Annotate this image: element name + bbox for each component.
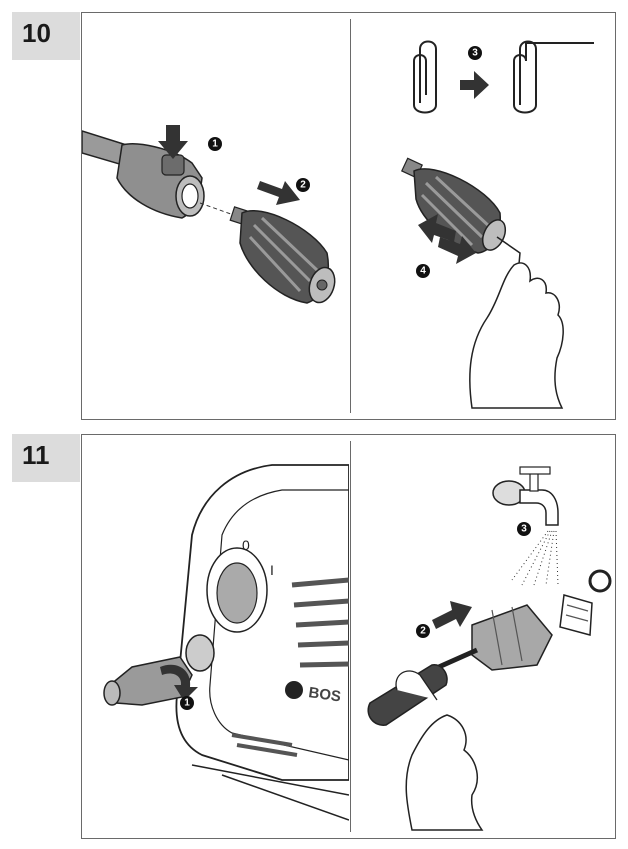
svg-text:3: 3 (521, 524, 527, 535)
nozzle-being-cleaned (400, 157, 507, 254)
insert-arrow (432, 601, 472, 629)
svg-text:1: 1 (184, 698, 190, 709)
figure-11-right-panel: 2 3 (352, 435, 616, 838)
machine-housing (175, 464, 349, 781)
figure-number-box: 11 (12, 434, 80, 482)
hose-connector (103, 656, 193, 706)
callout-3: 3 (517, 522, 531, 536)
bend-arrow (460, 71, 489, 99)
vent-slots (291, 577, 349, 668)
inlet-connector (471, 604, 553, 671)
o-ring (588, 569, 612, 593)
callout-3: 3 (468, 46, 482, 60)
hand (469, 262, 564, 409)
switch-on-marking: I (270, 562, 274, 578)
water-inlet (185, 634, 215, 672)
figure-10-frame: 1 2 (81, 12, 616, 420)
rotate-arrow (160, 664, 198, 701)
water-tap (492, 466, 559, 526)
figure-10-right-panel: 3 4 (352, 13, 616, 419)
figure-11-left-panel: 0 I BOS 1 (82, 435, 349, 838)
switch-off-marking: 0 (242, 537, 250, 553)
figure-number-box: 10 (12, 12, 80, 60)
nozzle (229, 206, 336, 304)
pull-arrow (257, 181, 300, 205)
brand-text: BOS (307, 684, 342, 705)
push-down-arrow (158, 125, 188, 159)
svg-text:2: 2 (300, 180, 306, 191)
callout-1: 1 (208, 137, 222, 151)
paper-clip-icon (413, 40, 437, 114)
svg-text:3: 3 (472, 48, 478, 59)
screwdriver-handle (367, 664, 448, 726)
svg-text:2: 2 (420, 626, 426, 637)
figure-number: 11 (22, 440, 50, 470)
figure-11-divider (350, 441, 351, 832)
figure-11-frame: 0 I BOS 1 (81, 434, 616, 839)
figure-10-divider (350, 19, 351, 413)
brand-logo-icon (285, 681, 303, 699)
nozzle-removal-illustration: 1 2 (82, 125, 336, 304)
inlet-filter (559, 594, 593, 636)
inlet-filter-removal-illustration: 0 I BOS 1 (103, 464, 349, 821)
water-spray (511, 530, 559, 586)
callout-2: 2 (296, 178, 310, 192)
callout-2: 2 (416, 624, 430, 638)
figure-number: 10 (22, 18, 51, 48)
figure-10-left-panel: 1 2 (82, 13, 349, 419)
machine-base (191, 764, 349, 821)
push-pull-arrow-left (418, 214, 456, 243)
push-pull-arrow-right (438, 236, 476, 264)
callout-1: 1 (180, 696, 194, 710)
svg-text:1: 1 (212, 139, 218, 150)
straightened-clip-icon (513, 40, 594, 114)
on-off-switch: 0 I (206, 537, 274, 633)
hand (405, 714, 484, 831)
filter-cleaning-illustration: 2 3 (367, 466, 612, 831)
callout-4: 4 (416, 264, 430, 278)
nozzle-cleaning-illustration: 3 4 (400, 40, 594, 409)
svg-text:4: 4 (420, 266, 426, 277)
